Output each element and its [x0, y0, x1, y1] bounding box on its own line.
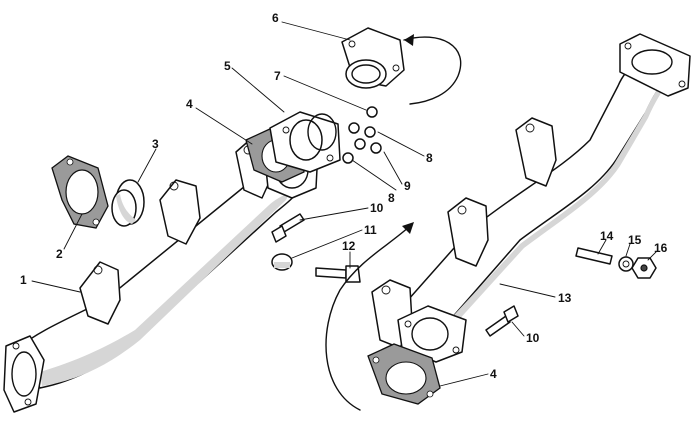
callout-10-left: 10: [370, 201, 384, 215]
washers-and-nuts: [342, 106, 382, 164]
callout-16: 16: [654, 241, 668, 255]
callout-2: 2: [56, 247, 63, 261]
callout-6: 6: [272, 11, 279, 25]
callout-labels: 1 2 3 4 5 6 7 8 8 9 10 11 12 13 14 15 16…: [20, 11, 668, 381]
flange-gasket-2: [51, 155, 109, 229]
callout-8-right: 8: [426, 151, 433, 165]
flange-gasket-4-lower: [367, 343, 441, 405]
callout-15: 15: [628, 233, 642, 247]
bolt-10-right: [485, 305, 519, 337]
bolt-10-left: [271, 213, 305, 243]
callout-9: 9: [404, 179, 411, 193]
callout-13: 13: [558, 291, 572, 305]
sealing-ring-3: [111, 179, 145, 227]
stud-washer-nut-14-16: [575, 247, 657, 279]
left-exhaust-manifold: [3, 137, 319, 413]
callout-7: 7: [274, 69, 281, 83]
elbow-fitting-6: [341, 27, 462, 105]
callout-11: 11: [364, 223, 377, 237]
callout-12: 12: [342, 239, 356, 253]
leader-lines: [31, 21, 657, 387]
callout-4-lower: 4: [490, 367, 497, 381]
assembly-arrow: [325, 222, 414, 411]
callout-3: 3: [152, 137, 159, 151]
callout-10-right: 10: [526, 331, 540, 345]
callout-1: 1: [20, 273, 27, 287]
nut-11: [271, 253, 293, 271]
right-exhaust-manifold: [371, 33, 691, 363]
callout-5: 5: [224, 59, 231, 73]
flange-adapter-5: [269, 111, 341, 173]
callout-14: 14: [600, 229, 614, 243]
callout-4-upper: 4: [186, 97, 193, 111]
callout-8-lower: 8: [388, 191, 395, 205]
